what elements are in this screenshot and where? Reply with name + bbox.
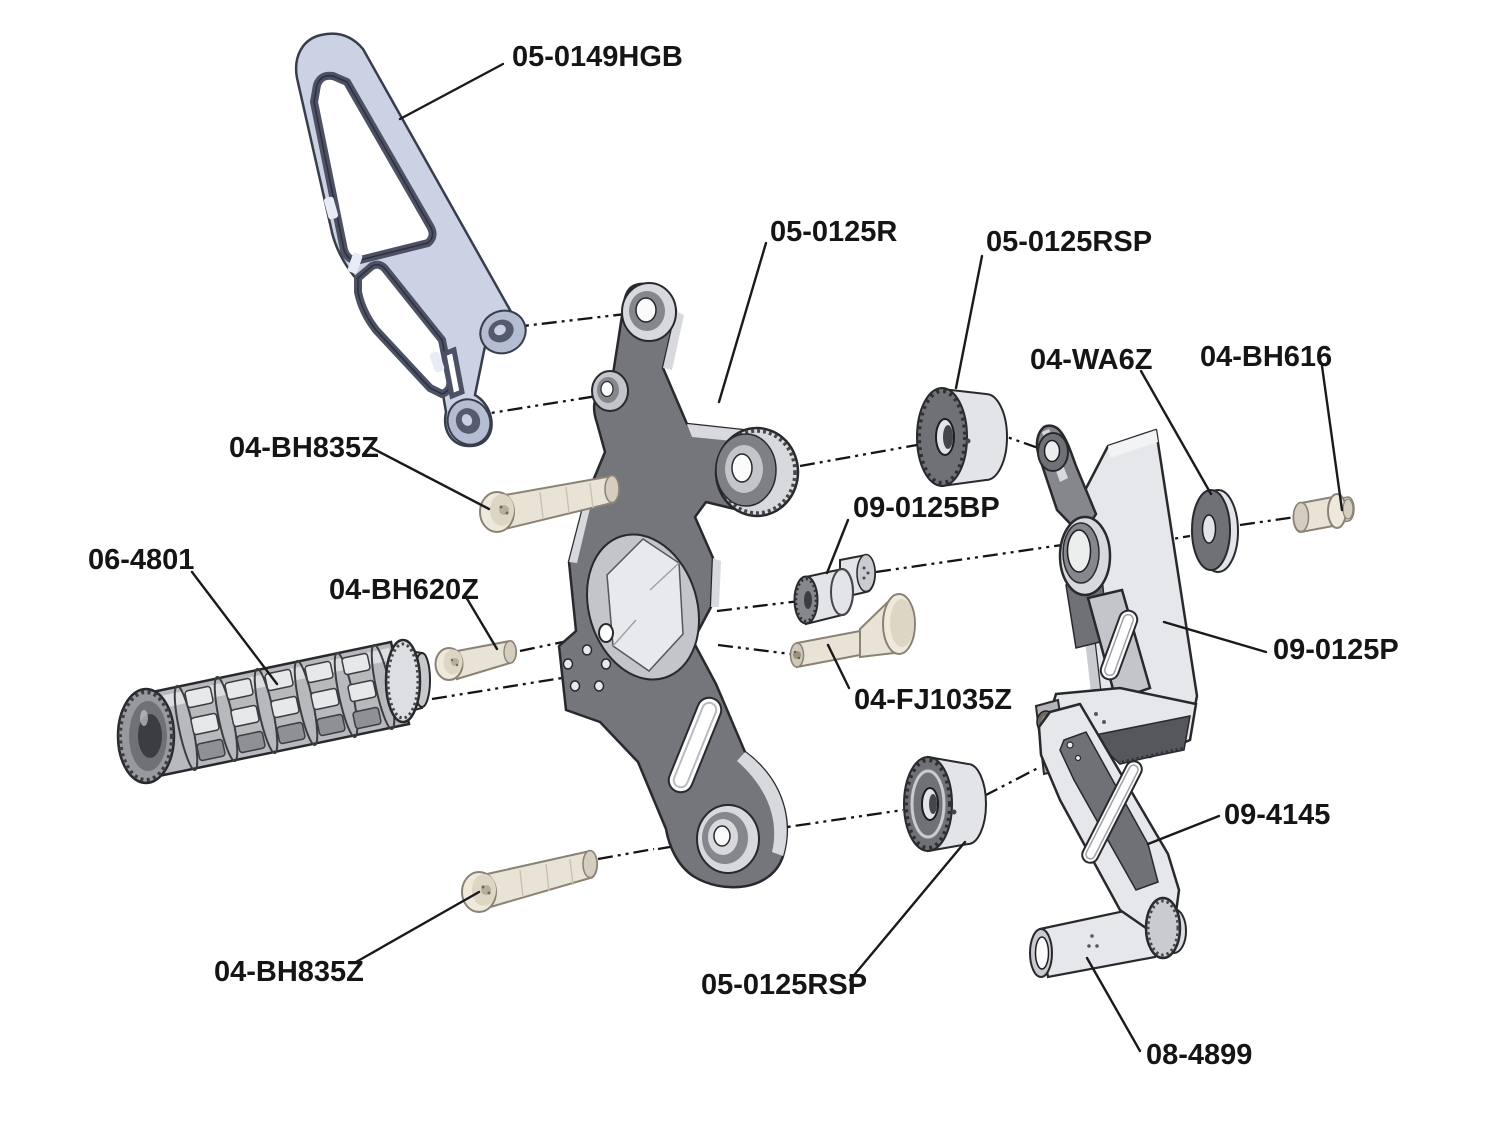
label-heel-guard-bracket: 05-0149HGB xyxy=(512,41,683,73)
label-main-mount-plate: 05-0125R xyxy=(770,216,897,248)
label-bolt-bh616: 04-BH616 xyxy=(1200,341,1332,373)
part-heel-guard-bracket xyxy=(294,32,527,448)
label-bearing-pin: 09-0125BP xyxy=(853,492,1000,524)
label-toe-peg: 08-4899 xyxy=(1146,1039,1252,1071)
label-spacer-top: 05-0125RSP xyxy=(986,226,1152,258)
part-bolt-bh835-bottom xyxy=(461,849,598,913)
part-bearing-pin xyxy=(793,553,876,626)
part-number-labels: 05-0149HGB 05-0125R 05-0125RSP 04-WA6Z 0… xyxy=(88,41,1399,1071)
label-flat-head-screw: 04-FJ1035Z xyxy=(854,684,1012,716)
part-toe-peg xyxy=(1029,903,1164,979)
part-bolt-bh616 xyxy=(1292,493,1355,534)
label-bolt-bh835-top: 04-BH835Z xyxy=(229,432,379,464)
part-flat-head-screw xyxy=(789,593,916,669)
label-leader-lines xyxy=(190,62,1344,1053)
part-spacer-bottom xyxy=(903,755,987,853)
label-washer: 04-WA6Z xyxy=(1030,344,1152,376)
part-main-bracket-plate xyxy=(557,282,800,889)
part-bolt-bh835-top xyxy=(479,474,620,533)
label-foot-peg: 06-4801 xyxy=(88,544,194,576)
part-washer xyxy=(1191,489,1239,573)
label-pedal-bracket: 09-0125P xyxy=(1273,634,1399,666)
label-bolt-bh620: 04-BH620Z xyxy=(329,574,479,606)
part-foot-peg xyxy=(116,638,431,785)
part-bolt-bh620 xyxy=(434,639,517,681)
part-shift-arm xyxy=(1037,702,1187,960)
label-bolt-bh835-bottom: 04-BH835Z xyxy=(214,956,364,988)
part-spacer-top xyxy=(916,387,1008,488)
label-shift-arm: 09-4145 xyxy=(1224,799,1330,831)
label-spacer-bottom: 05-0125RSP xyxy=(701,969,867,1001)
